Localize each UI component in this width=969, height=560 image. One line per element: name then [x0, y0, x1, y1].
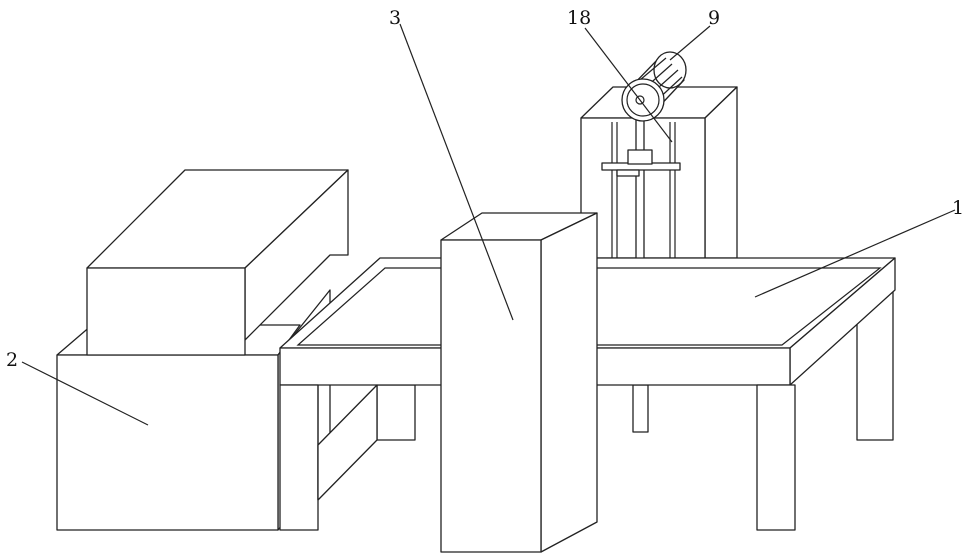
label-column: 3 — [389, 7, 401, 29]
leader-9 — [670, 26, 710, 60]
label-machine-body: 2 — [6, 349, 18, 371]
label-motor: 9 — [708, 7, 720, 29]
label-conveyor-table: 1 — [952, 197, 964, 219]
column — [441, 213, 597, 552]
label-shaft: 18 — [567, 7, 591, 29]
